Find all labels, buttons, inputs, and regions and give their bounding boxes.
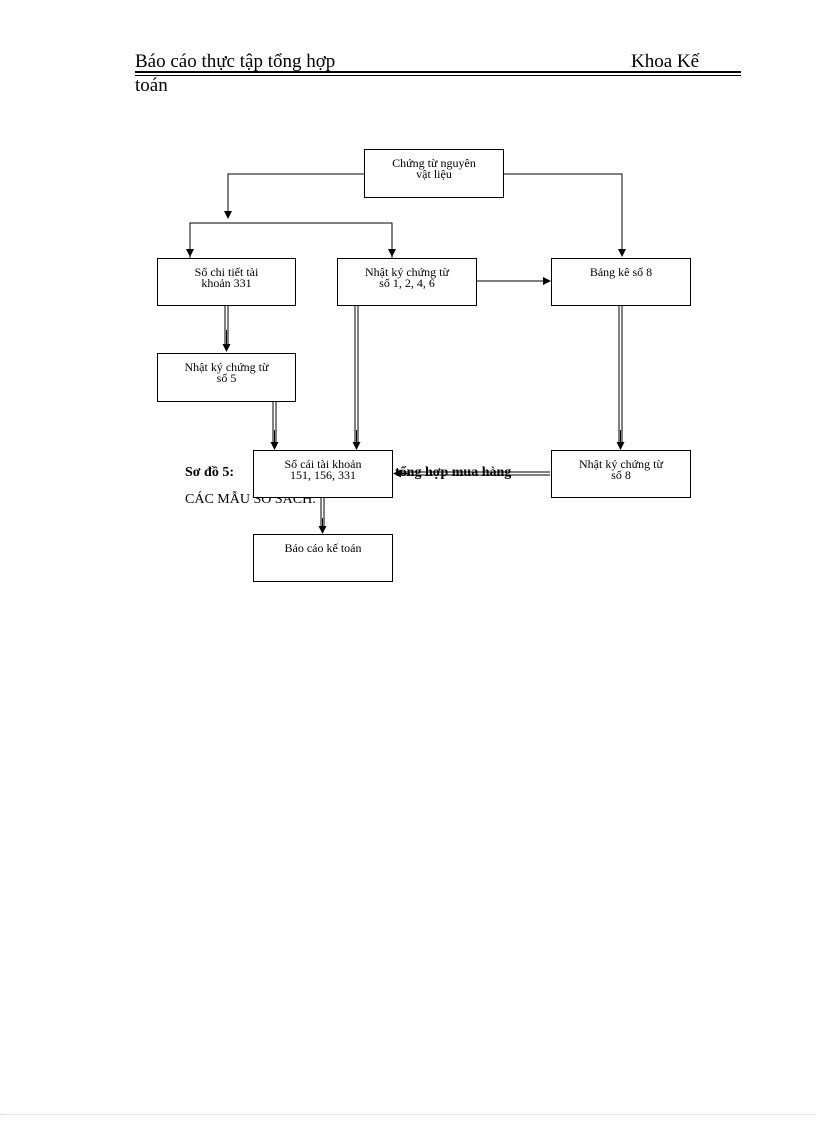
arrow-source-left <box>224 173 364 219</box>
header-title-left: Báo cáo thực tập tổng hợp <box>135 51 336 72</box>
header-title-continuation: toán <box>135 75 168 96</box>
arrow-split <box>189 222 393 258</box>
box-table-8: Bảng kê số 8 <box>551 258 691 306</box>
box-ledger331-line2: khoản 331 <box>201 276 252 290</box>
box-journal-1246: Nhật ký chứng từ số 1, 2, 4, 6 <box>337 258 477 306</box>
box-journal-8: Nhật ký chứng từ số 8 <box>551 450 691 498</box>
box-source-documents: Chứng từ nguyên vật liệu <box>364 149 504 198</box>
box-source-line2: vật liệu <box>416 167 452 181</box>
box-journal5-line2: số 5 <box>216 371 237 385</box>
page-bottom-border <box>0 1114 816 1116</box>
box-accounting-report: Báo cáo kế toán <box>253 534 393 582</box>
box-journal-5: Nhật ký chứng từ số 5 <box>157 353 296 402</box>
box-journal8-line1: Nhật ký chứng từ <box>579 457 663 471</box>
header-title-right: Khoa Kế <box>631 51 700 72</box>
box-general-line2: 151, 156, 331 <box>290 468 356 482</box>
header-rule-thin <box>135 75 741 76</box>
box-general-ledger: Sổ cái tài khoản 151, 156, 331 <box>253 450 393 498</box>
box-journal1246-line1: Nhật ký chứng từ <box>365 265 449 279</box>
box-source-line1: Chứng từ nguyên <box>392 156 476 170</box>
box-table8-line1: Bảng kê số 8 <box>589 265 653 279</box>
box-journal5-line1: Nhật ký chứng từ <box>184 360 269 374</box>
box-general-line1: Sổ cái tài khoản <box>284 457 362 471</box>
box-ledger-331: Sổ chi tiết tài khoản 331 <box>157 258 296 306</box>
arrow-source-right <box>503 173 626 257</box>
box-report-line1: Báo cáo kế toán <box>284 541 362 555</box>
header-rule-thick <box>135 71 741 73</box>
diagram-caption-prefix: Sơ đồ 5: <box>185 465 234 480</box>
box-journal8-line2: số 8 <box>611 468 631 482</box>
box-ledger331-line1: Sổ chi tiết tài <box>194 265 259 279</box>
box-journal1246-line2: số 1, 2, 4, 6 <box>379 276 435 290</box>
